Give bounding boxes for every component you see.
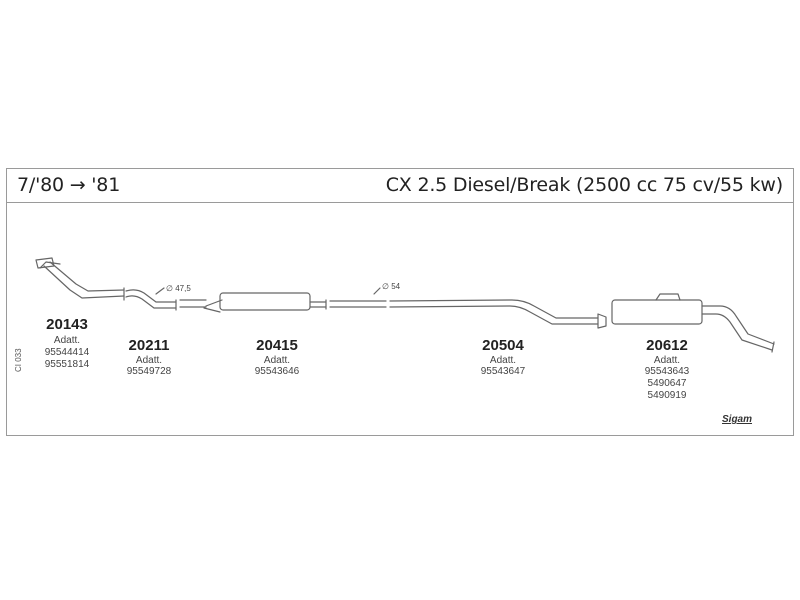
part-adapt-label: Adatt. (653, 355, 681, 366)
part-20612-silencer (611, 293, 775, 353)
part-ref: 95543646 (254, 366, 300, 377)
catalog-code: CI 033 (14, 348, 23, 372)
vehicle-title: CX 2.5 Diesel/Break (2500 cc 75 cv/55 kw… (385, 174, 783, 196)
part-ref: 95543643 (644, 366, 690, 377)
part-number-20504: 20504 (482, 337, 524, 354)
part-ref: 95551814 (44, 359, 90, 370)
part-ref: 95543647 (480, 366, 526, 377)
part-ref: 5490647 (647, 378, 687, 389)
part-adapt-label: Adatt. (489, 355, 517, 366)
part-ref: 5490919 (647, 390, 687, 401)
part-20415-silencer (179, 292, 327, 313)
brand-logo: Sigam (722, 414, 753, 425)
diagram-sheet: 7/'80 → '81 CX 2.5 Diesel/Break (2500 cc… (6, 168, 794, 436)
dimension-label-1: ∅ 47,5 (166, 284, 191, 293)
part-number-20143: 20143 (46, 316, 88, 333)
dim-leader-1 (155, 287, 165, 295)
part-number-20612: 20612 (646, 337, 688, 354)
part-ref: 95549728 (126, 366, 172, 377)
part-20504-pipe (329, 299, 607, 329)
part-20211-pipe (125, 289, 177, 311)
dim-leader-2 (373, 287, 381, 295)
part-ref: 95544414 (44, 347, 90, 358)
dimension-label-2: ∅ 54 (382, 282, 401, 291)
part-number-20415: 20415 (256, 337, 298, 354)
part-adapt-label: Adatt. (135, 355, 163, 366)
date-range: 7/'80 → '81 (17, 174, 121, 196)
part-adapt-label: Adatt. (53, 335, 81, 346)
part-adapt-label: Adatt. (263, 355, 291, 366)
title-bar: 7/'80 → '81 CX 2.5 Diesel/Break (2500 cc… (7, 169, 793, 203)
part-number-20211: 20211 (128, 337, 170, 354)
part-20143-pipe (35, 257, 125, 301)
